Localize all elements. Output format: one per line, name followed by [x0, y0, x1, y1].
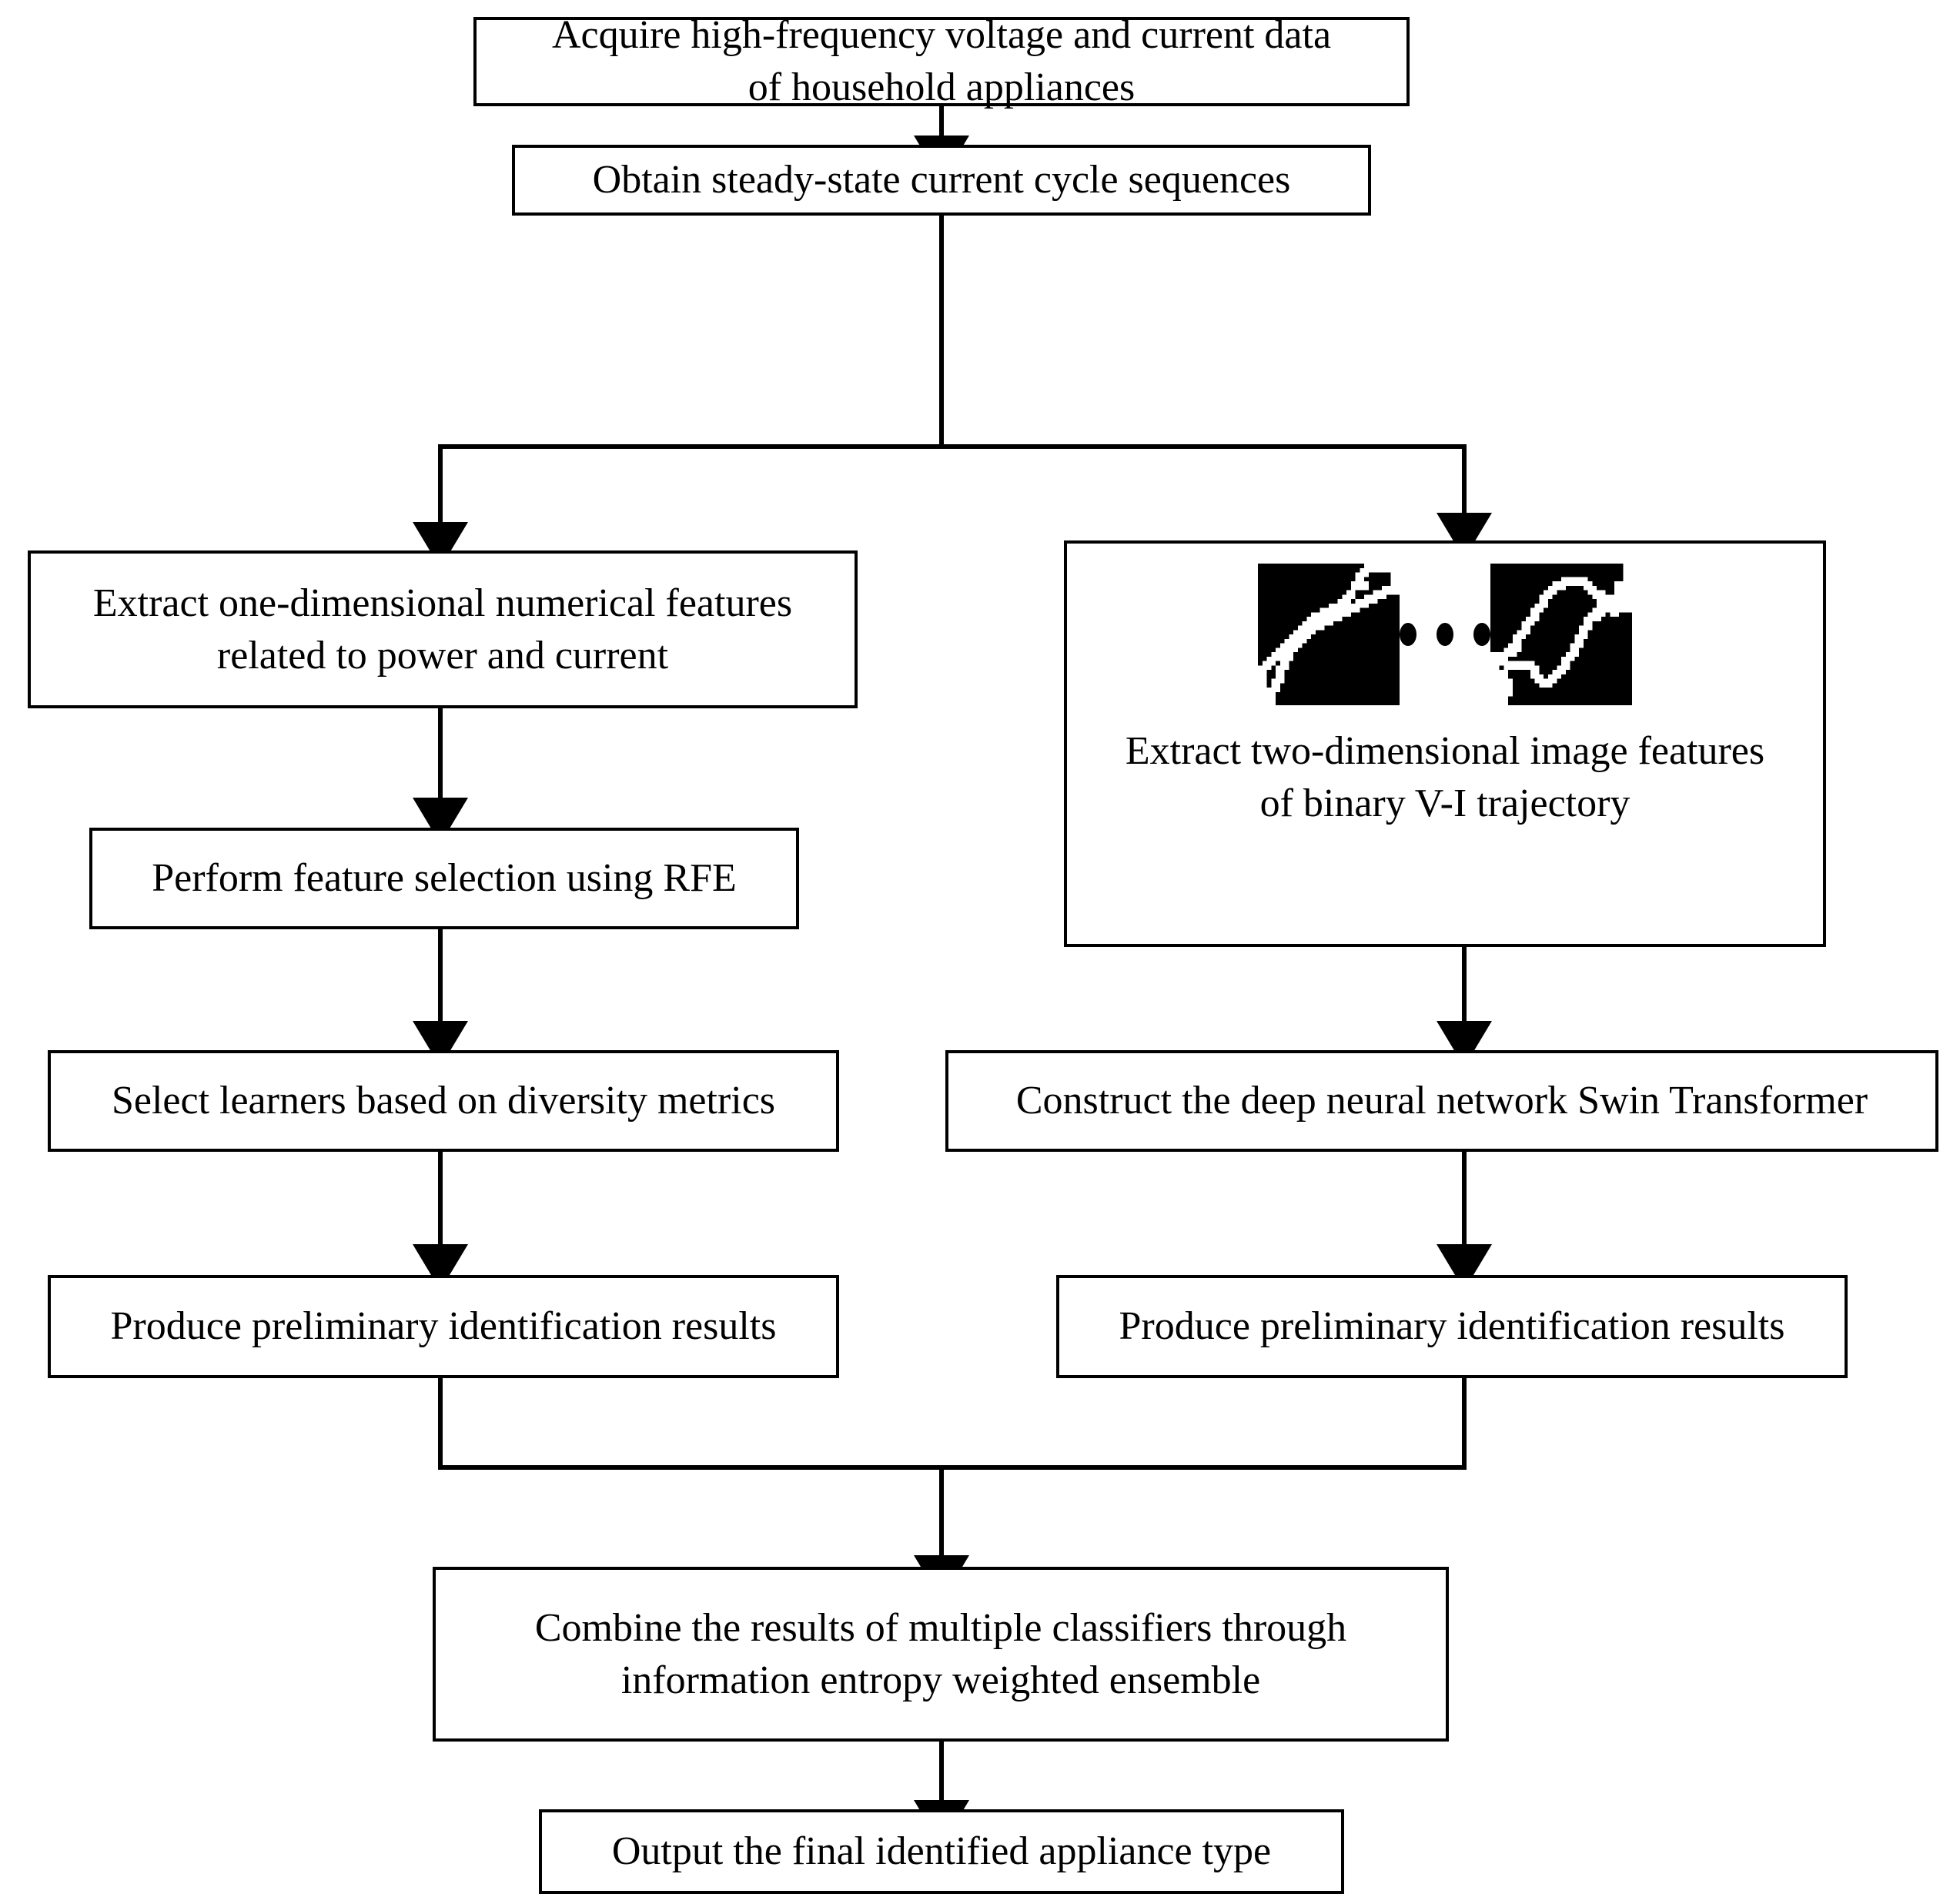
vi-trajectory-thumbnail-2 [1490, 564, 1632, 705]
node-prelim-left[interactable]: Produce preliminary identification resul… [48, 1275, 839, 1378]
node-combine-label: Combine the results of multiple classifi… [534, 1605, 1347, 1702]
ellipsis-dot-1 [1400, 623, 1416, 646]
gallery-ellipsis [1400, 623, 1490, 646]
node-acquire[interactable]: Acquire high-frequency voltage and curre… [473, 13, 1410, 109]
node-prelim-left-label: Produce preliminary identification resul… [110, 1304, 777, 1349]
edge-merge-to-combine [438, 1378, 1467, 1601]
vi-trajectory-gallery [1067, 564, 1823, 705]
ellipsis-dot-2 [1437, 623, 1453, 646]
node-diversity[interactable]: Select learners based on diversity metri… [48, 1050, 839, 1152]
node-extract-1d[interactable]: Extract one-dimensional numerical featur… [28, 550, 858, 708]
node-acquire-label: Acquire high-frequency voltage and curre… [551, 13, 1332, 109]
node-output-label: Output the final identified appliance ty… [611, 1829, 1272, 1874]
node-prelim-right-label: Produce preliminary identification resul… [1119, 1304, 1785, 1349]
node-steady-state-label: Obtain steady-state current cycle sequen… [592, 158, 1291, 202]
node-rfe[interactable]: Perform feature selection using RFE [89, 828, 799, 929]
node-rfe-label: Perform feature selection using RFE [152, 856, 737, 901]
node-output[interactable]: Output the final identified appliance ty… [539, 1809, 1344, 1894]
node-combine[interactable]: Combine the results of multiple classifi… [433, 1567, 1449, 1742]
node-extract-2d[interactable]: Extract two-dimensional image features o… [1064, 540, 1826, 947]
node-swin[interactable]: Construct the deep neural network Swin T… [945, 1050, 1938, 1152]
node-steady-state[interactable]: Obtain steady-state current cycle sequen… [512, 145, 1371, 216]
vi-trajectory-thumbnail-1 [1258, 564, 1400, 705]
node-extract-1d-label: Extract one-dimensional numerical featur… [92, 581, 793, 678]
node-diversity-label: Select learners based on diversity metri… [111, 1079, 776, 1123]
ellipsis-dot-3 [1473, 623, 1490, 646]
edge-steady-state-split [413, 216, 1492, 568]
node-swin-label: Construct the deep neural network Swin T… [1015, 1079, 1868, 1123]
node-prelim-right[interactable]: Produce preliminary identification resul… [1056, 1275, 1848, 1378]
node-extract-2d-label: Extract two-dimensional image features o… [1125, 729, 1765, 825]
